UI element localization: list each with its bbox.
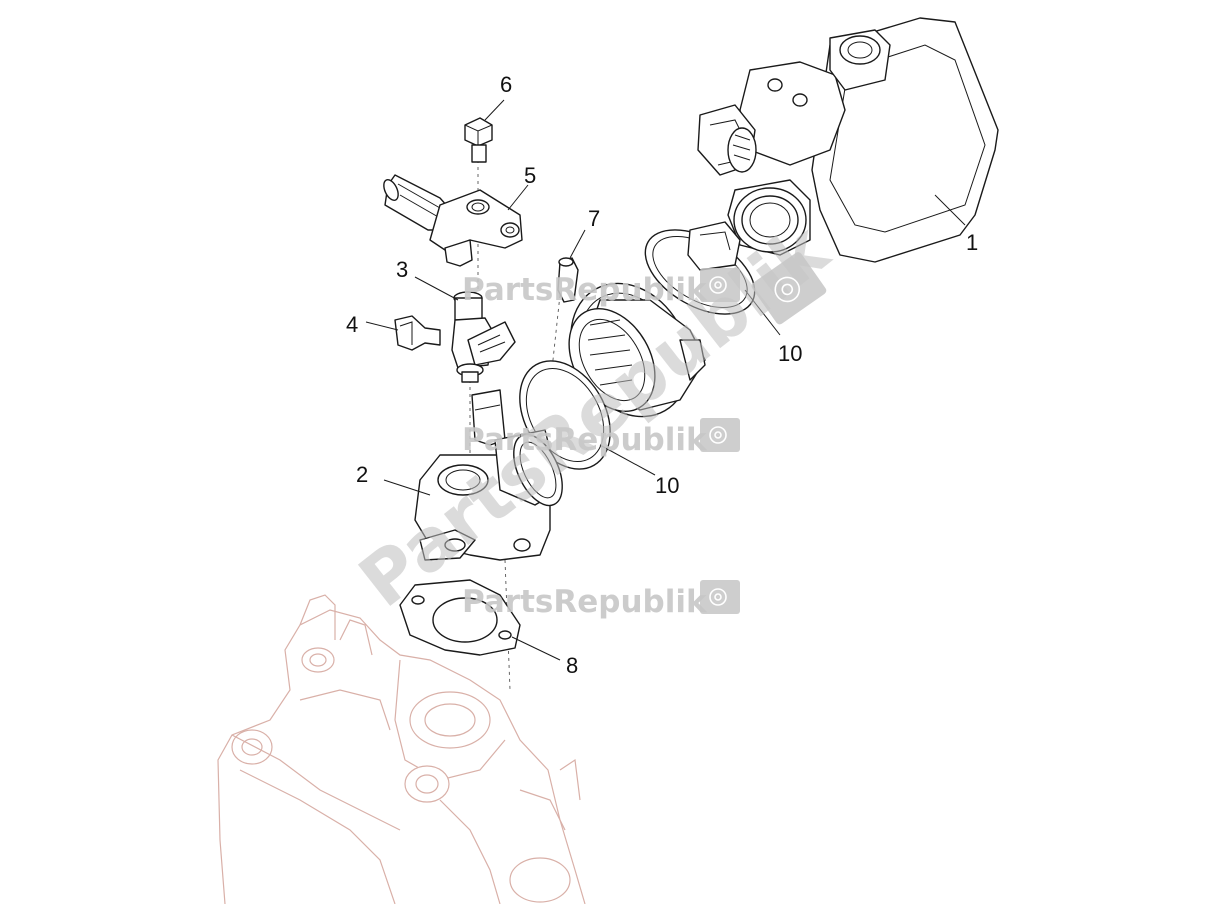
part-3-injector — [414, 276, 516, 383]
gear-flag-icon — [700, 268, 740, 302]
watermark-top: PartsRepublik — [462, 272, 708, 308]
part-5-injector-bracket — [383, 174, 529, 267]
callout-10-upper: 10 — [778, 341, 802, 366]
part-6-bolt — [464, 99, 505, 163]
callout-6: 6 — [500, 72, 512, 97]
callout-2: 2 — [356, 462, 368, 487]
gear-flag-icon — [700, 418, 740, 452]
callout-10-lower: 10 — [655, 473, 679, 498]
watermark-bottom: PartsRepublik — [462, 584, 708, 620]
gear-flag-icon — [751, 252, 827, 325]
part-4-clip — [365, 315, 441, 351]
engine-block-outline — [217, 594, 586, 904]
part-7-pin — [557, 229, 586, 303]
part-1-throttle-body — [697, 17, 999, 263]
callout-7: 7 — [588, 206, 600, 231]
watermark-middle: PartsRepublik — [462, 422, 708, 458]
part-8-gasket — [399, 579, 561, 661]
callout-labels: 1 2 3 4 5 6 7 8 10 10 — [346, 72, 978, 678]
watermark-diagonal: PartsRepublik — [344, 206, 845, 623]
callout-3: 3 — [396, 257, 408, 282]
callout-5: 5 — [524, 163, 536, 188]
callout-8: 8 — [566, 653, 578, 678]
part-2-intake-manifold — [383, 389, 563, 561]
gear-flag-icon — [700, 580, 740, 614]
watermarks: PartsRepublik PartsRepublik PartsRepubli… — [344, 206, 845, 623]
callout-4: 4 — [346, 312, 358, 337]
callout-1: 1 — [966, 230, 978, 255]
